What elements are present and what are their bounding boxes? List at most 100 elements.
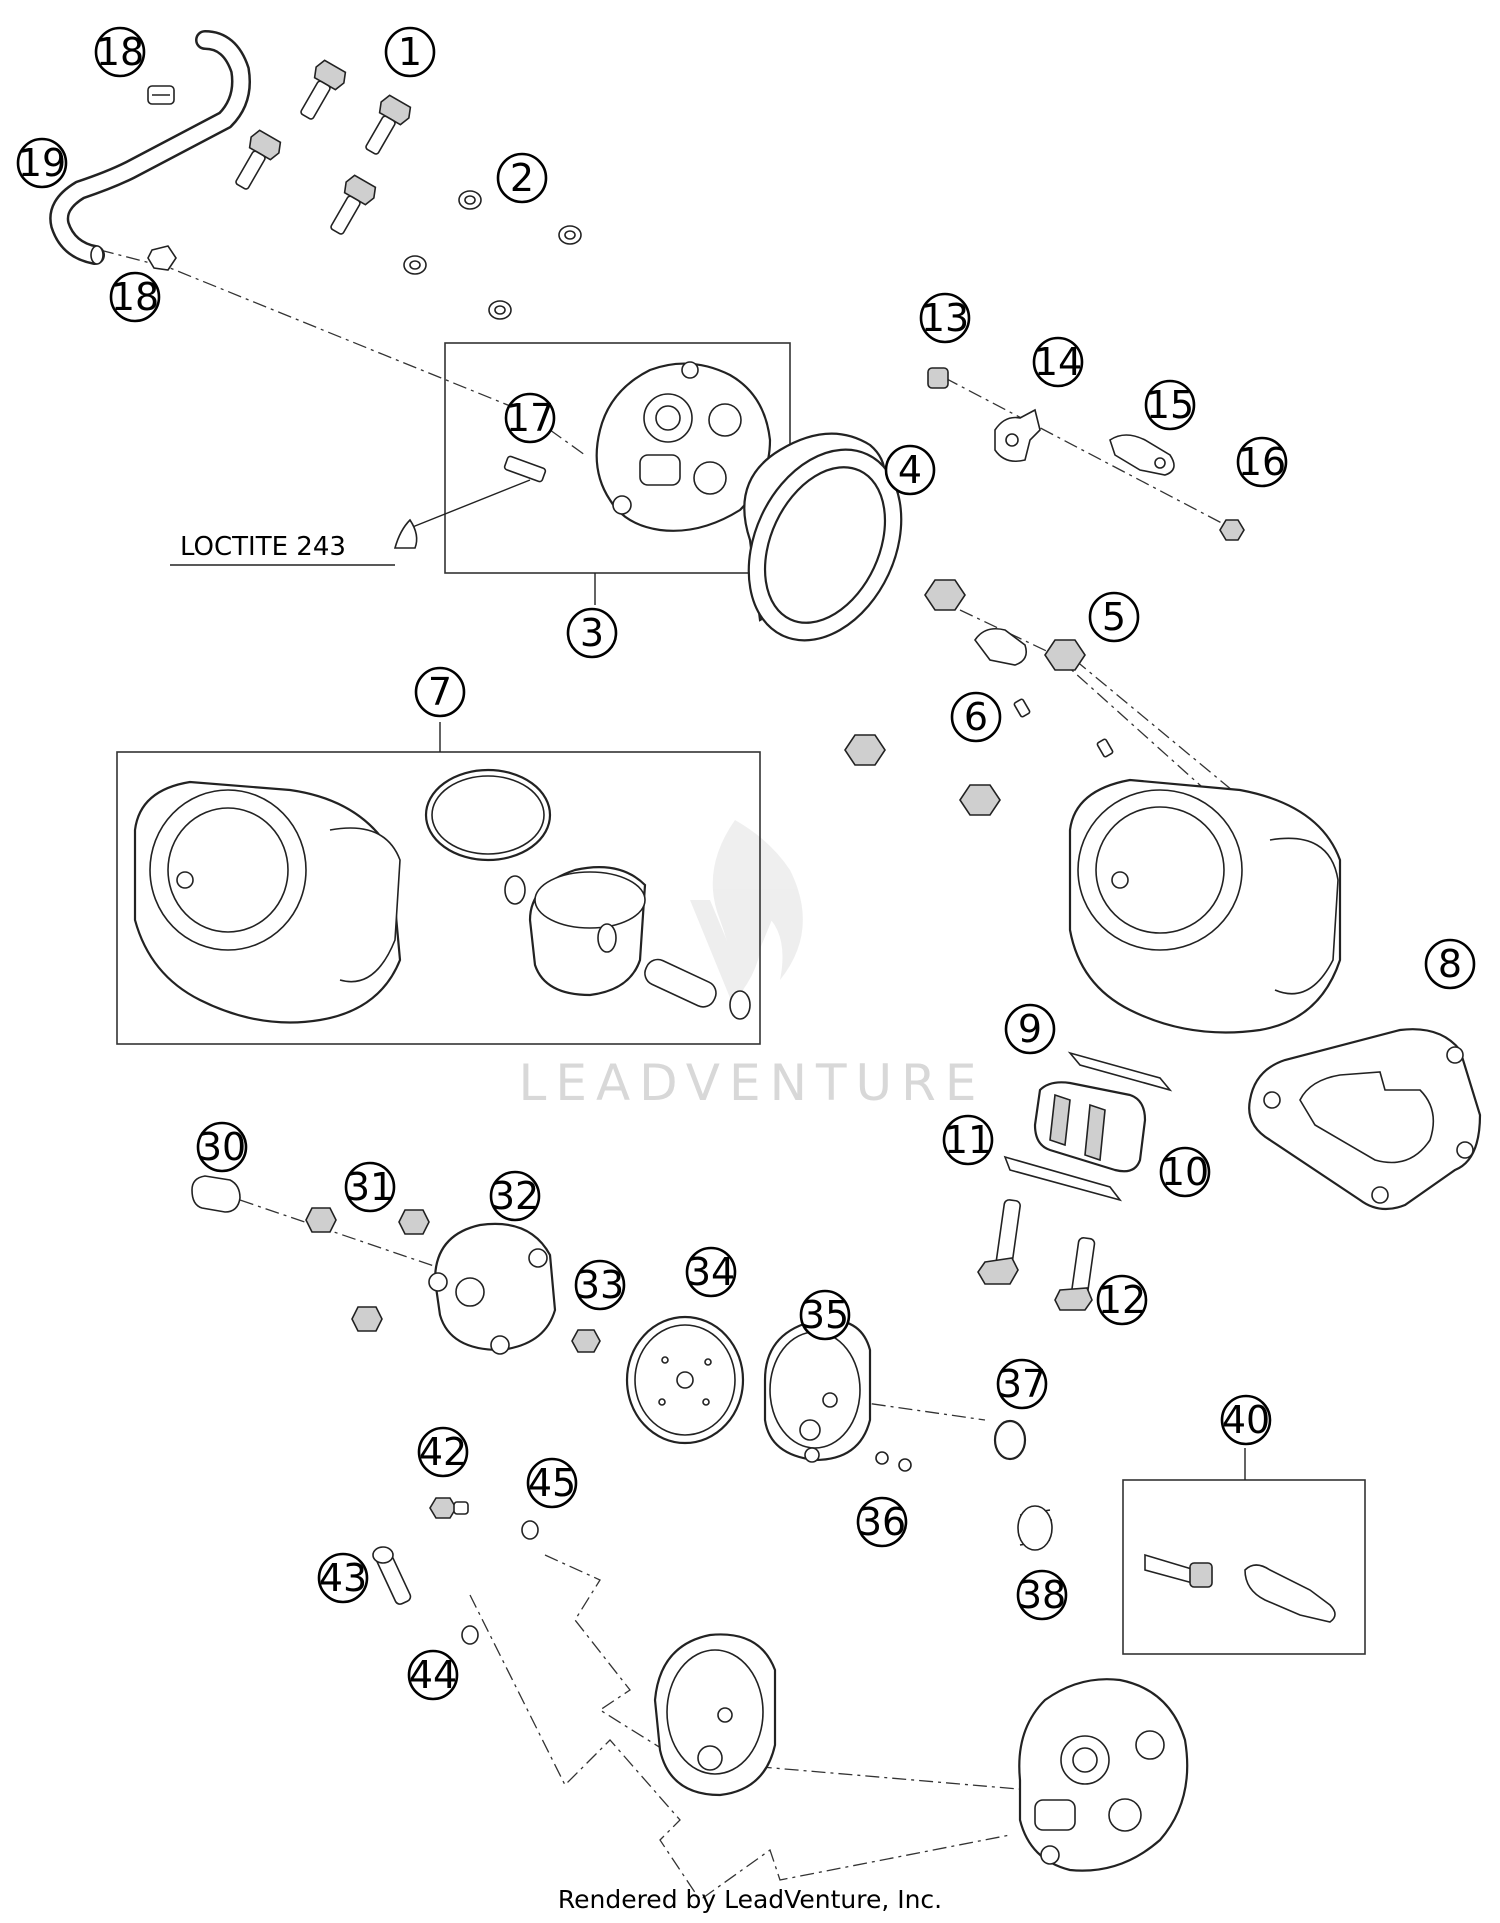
svg-text:38: 38 [1018, 1573, 1066, 1617]
pump-nut [571, 1329, 601, 1353]
svg-text:1: 1 [398, 30, 422, 74]
svg-text:16: 16 [1238, 440, 1286, 484]
bolt-long [372, 1546, 412, 1605]
callout-42: 42 [417, 1426, 469, 1478]
cable-holder [994, 408, 1041, 463]
callout-3: 3 [566, 607, 618, 659]
loctite-drop-icon [393, 518, 418, 549]
assembled-head [1018, 1678, 1189, 1872]
svg-text:44: 44 [409, 1653, 457, 1697]
cylinder-kit-wrist-pin [644, 958, 717, 1008]
dowel-pins [1013, 698, 1114, 758]
callout-35: 35 [799, 1289, 851, 1341]
callout-1: 1 [384, 26, 436, 78]
svg-text:42: 42 [419, 1430, 467, 1474]
hose-clamp-bottom [147, 245, 177, 271]
pump-cover-screws [305, 1207, 430, 1332]
washer-lower [461, 1625, 479, 1645]
callout-36: 36 [856, 1496, 908, 1548]
valve-spring [1017, 1505, 1053, 1551]
callout-38: 38 [1016, 1569, 1068, 1621]
svg-text:15: 15 [1146, 383, 1194, 427]
callout-30: 30 [196, 1121, 248, 1173]
callout-16: 16 [1236, 436, 1288, 488]
exhaust-control-box [1122, 1479, 1366, 1655]
pump-small-rings [875, 1451, 912, 1472]
svg-text:7: 7 [428, 670, 452, 714]
cylinder-kit-circlips [504, 875, 751, 1020]
svg-text:14: 14 [1034, 340, 1082, 384]
svg-text:33: 33 [576, 1263, 624, 1307]
callout-17: 17 [504, 392, 556, 444]
svg-text:8: 8 [1438, 942, 1462, 986]
svg-text:9: 9 [1018, 1007, 1042, 1051]
loctite-label: LOCTITE 243 [180, 532, 346, 562]
callout-12: 12 [1096, 1274, 1148, 1326]
washer-upper [521, 1520, 539, 1540]
callout-18-top: 18 [94, 26, 146, 78]
reed-gasket-bottom [1003, 1155, 1123, 1202]
svg-text:35: 35 [801, 1293, 849, 1337]
callout-37: 37 [996, 1358, 1048, 1410]
svg-text:31: 31 [346, 1165, 394, 1209]
callout-4: 4 [884, 444, 936, 496]
callout-11: 11 [942, 1114, 994, 1166]
plug-screw [191, 1175, 241, 1213]
svg-text:4: 4 [898, 448, 922, 492]
callout-10: 10 [1159, 1146, 1211, 1198]
svg-text:43: 43 [319, 1556, 367, 1600]
exhaust-valve-shaft [1144, 1553, 1213, 1588]
callout-2: 2 [496, 152, 548, 204]
intake-bolts [977, 1199, 1096, 1311]
watermark-logo [690, 820, 803, 1010]
callout-14: 14 [1032, 336, 1084, 388]
bolt-short [429, 1497, 469, 1519]
hose-clamp-top [147, 85, 175, 105]
callout-18-bottom: 18 [109, 271, 161, 323]
cylinder [1068, 778, 1342, 1034]
thread-insert [503, 455, 547, 483]
cylinder-kit-box [116, 751, 761, 1045]
svg-text:32: 32 [491, 1174, 539, 1218]
svg-text:40: 40 [1222, 1398, 1270, 1442]
callout-43: 43 [317, 1552, 369, 1604]
head-gasket [743, 432, 903, 642]
exhaust-bracket [974, 627, 1028, 666]
callout-31: 31 [344, 1161, 396, 1213]
pump-housing [763, 1318, 872, 1463]
svg-text:6: 6 [964, 695, 988, 739]
callout-40: 40 [1220, 1394, 1272, 1446]
coolant-hose [49, 30, 251, 265]
callout-8: 8 [1424, 938, 1476, 990]
base-gasket [1248, 1028, 1482, 1211]
assembly-lines [99, 249, 1251, 1901]
bracket-plate [1109, 434, 1175, 476]
svg-text:18: 18 [96, 30, 144, 74]
svg-text:5: 5 [1102, 595, 1126, 639]
callout-33: 33 [574, 1259, 626, 1311]
bracket-nut [1219, 519, 1245, 541]
sealing-rings [403, 190, 582, 320]
water-pump-cover [428, 1222, 557, 1355]
reed-gasket-top [1067, 1051, 1173, 1092]
cylinder-head [595, 361, 772, 532]
assembled-pump [653, 1633, 777, 1797]
svg-text:19: 19 [18, 141, 66, 185]
cable-bolt [927, 367, 949, 389]
svg-text:10: 10 [1161, 1150, 1209, 1194]
callout-44: 44 [407, 1649, 459, 1701]
callout-5: 5 [1088, 591, 1140, 643]
cylinder-nuts [844, 579, 1086, 816]
callout-13: 13 [919, 292, 971, 344]
footer-credit: Rendered by LeadVenture, Inc. [558, 1885, 942, 1914]
callout-15: 15 [1144, 379, 1196, 431]
exhaust-valve-lever [1244, 1564, 1336, 1623]
callout-7: 7 [414, 666, 466, 718]
pump-o-ring [993, 1419, 1027, 1461]
reed-block [1033, 1081, 1147, 1173]
watermark-text: LEADVENTURE [519, 1054, 986, 1112]
svg-text:2: 2 [510, 156, 534, 200]
svg-text:45: 45 [528, 1461, 576, 1505]
svg-text:36: 36 [858, 1500, 906, 1544]
